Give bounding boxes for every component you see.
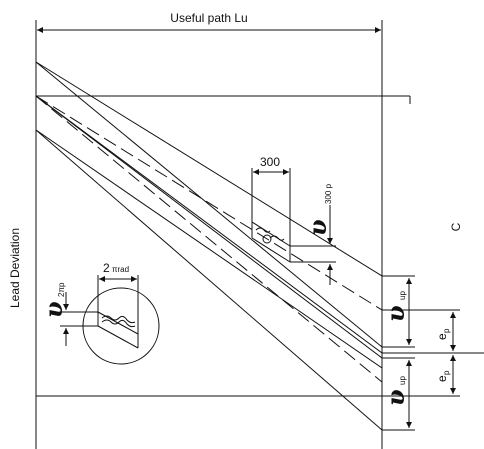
ep-top-subscript: p [442, 328, 451, 333]
nu-up-top-symbol: υ [381, 305, 410, 322]
useful-path-label: Useful path Lu [170, 11, 247, 25]
dim-2pi-rad-unit: πrad [112, 265, 129, 274]
dim-2pi-rad [97, 275, 139, 334]
nu-300p-symbol: υ [303, 219, 332, 236]
nu-2pip-symbol: υ [39, 301, 68, 318]
ep-bottom-main: e [435, 375, 449, 382]
nu-300p-subscript: 300 p [324, 183, 333, 204]
nu-up-bottom-subscript: up [398, 376, 407, 385]
useful-path-dimension [35, 20, 383, 449]
nu-2pip-dimension [60, 292, 98, 346]
dim-2pi-rad-number: 2 [103, 261, 110, 275]
deviation-lines-dashed [35, 95, 383, 383]
lead-deviation-label: Lead Deviation [8, 228, 22, 308]
tolerance-band-lines [36, 95, 410, 397]
dim-300-label: 300 [260, 155, 280, 169]
right-c-label: C [449, 222, 463, 231]
nu-up-top-subscript: up [398, 291, 407, 300]
nu-up-bottom-symbol: υ [381, 389, 410, 406]
deviation-lines-solid [35, 61, 383, 431]
section-300-detail [251, 221, 291, 263]
nu-300p-dimension [290, 205, 336, 285]
nu-2pip-subscript: 2πp [57, 282, 66, 297]
ep-bottom-subscript: p [442, 370, 451, 375]
right-dimension-stack [382, 96, 484, 431]
ep-top-main: e [435, 333, 449, 340]
